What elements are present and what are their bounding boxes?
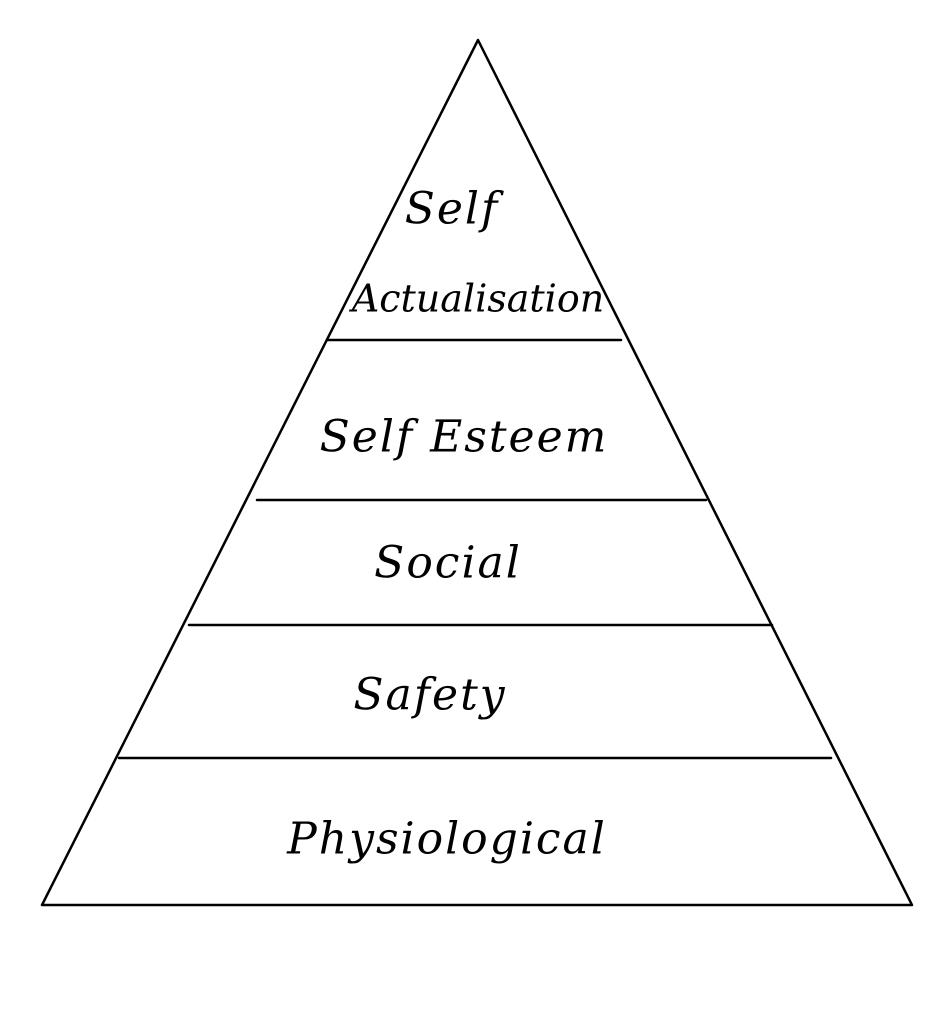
level-label-physiological: Physiological <box>286 814 607 865</box>
level-label-self-esteem: Self Esteem <box>320 412 609 463</box>
level-label-social: Social <box>374 538 522 589</box>
level-label-self: Self <box>405 184 504 235</box>
pyramid-outline <box>40 38 914 907</box>
level-label-actualisation: Actualisation <box>349 277 604 321</box>
level-label-safety: Safety <box>353 670 506 721</box>
